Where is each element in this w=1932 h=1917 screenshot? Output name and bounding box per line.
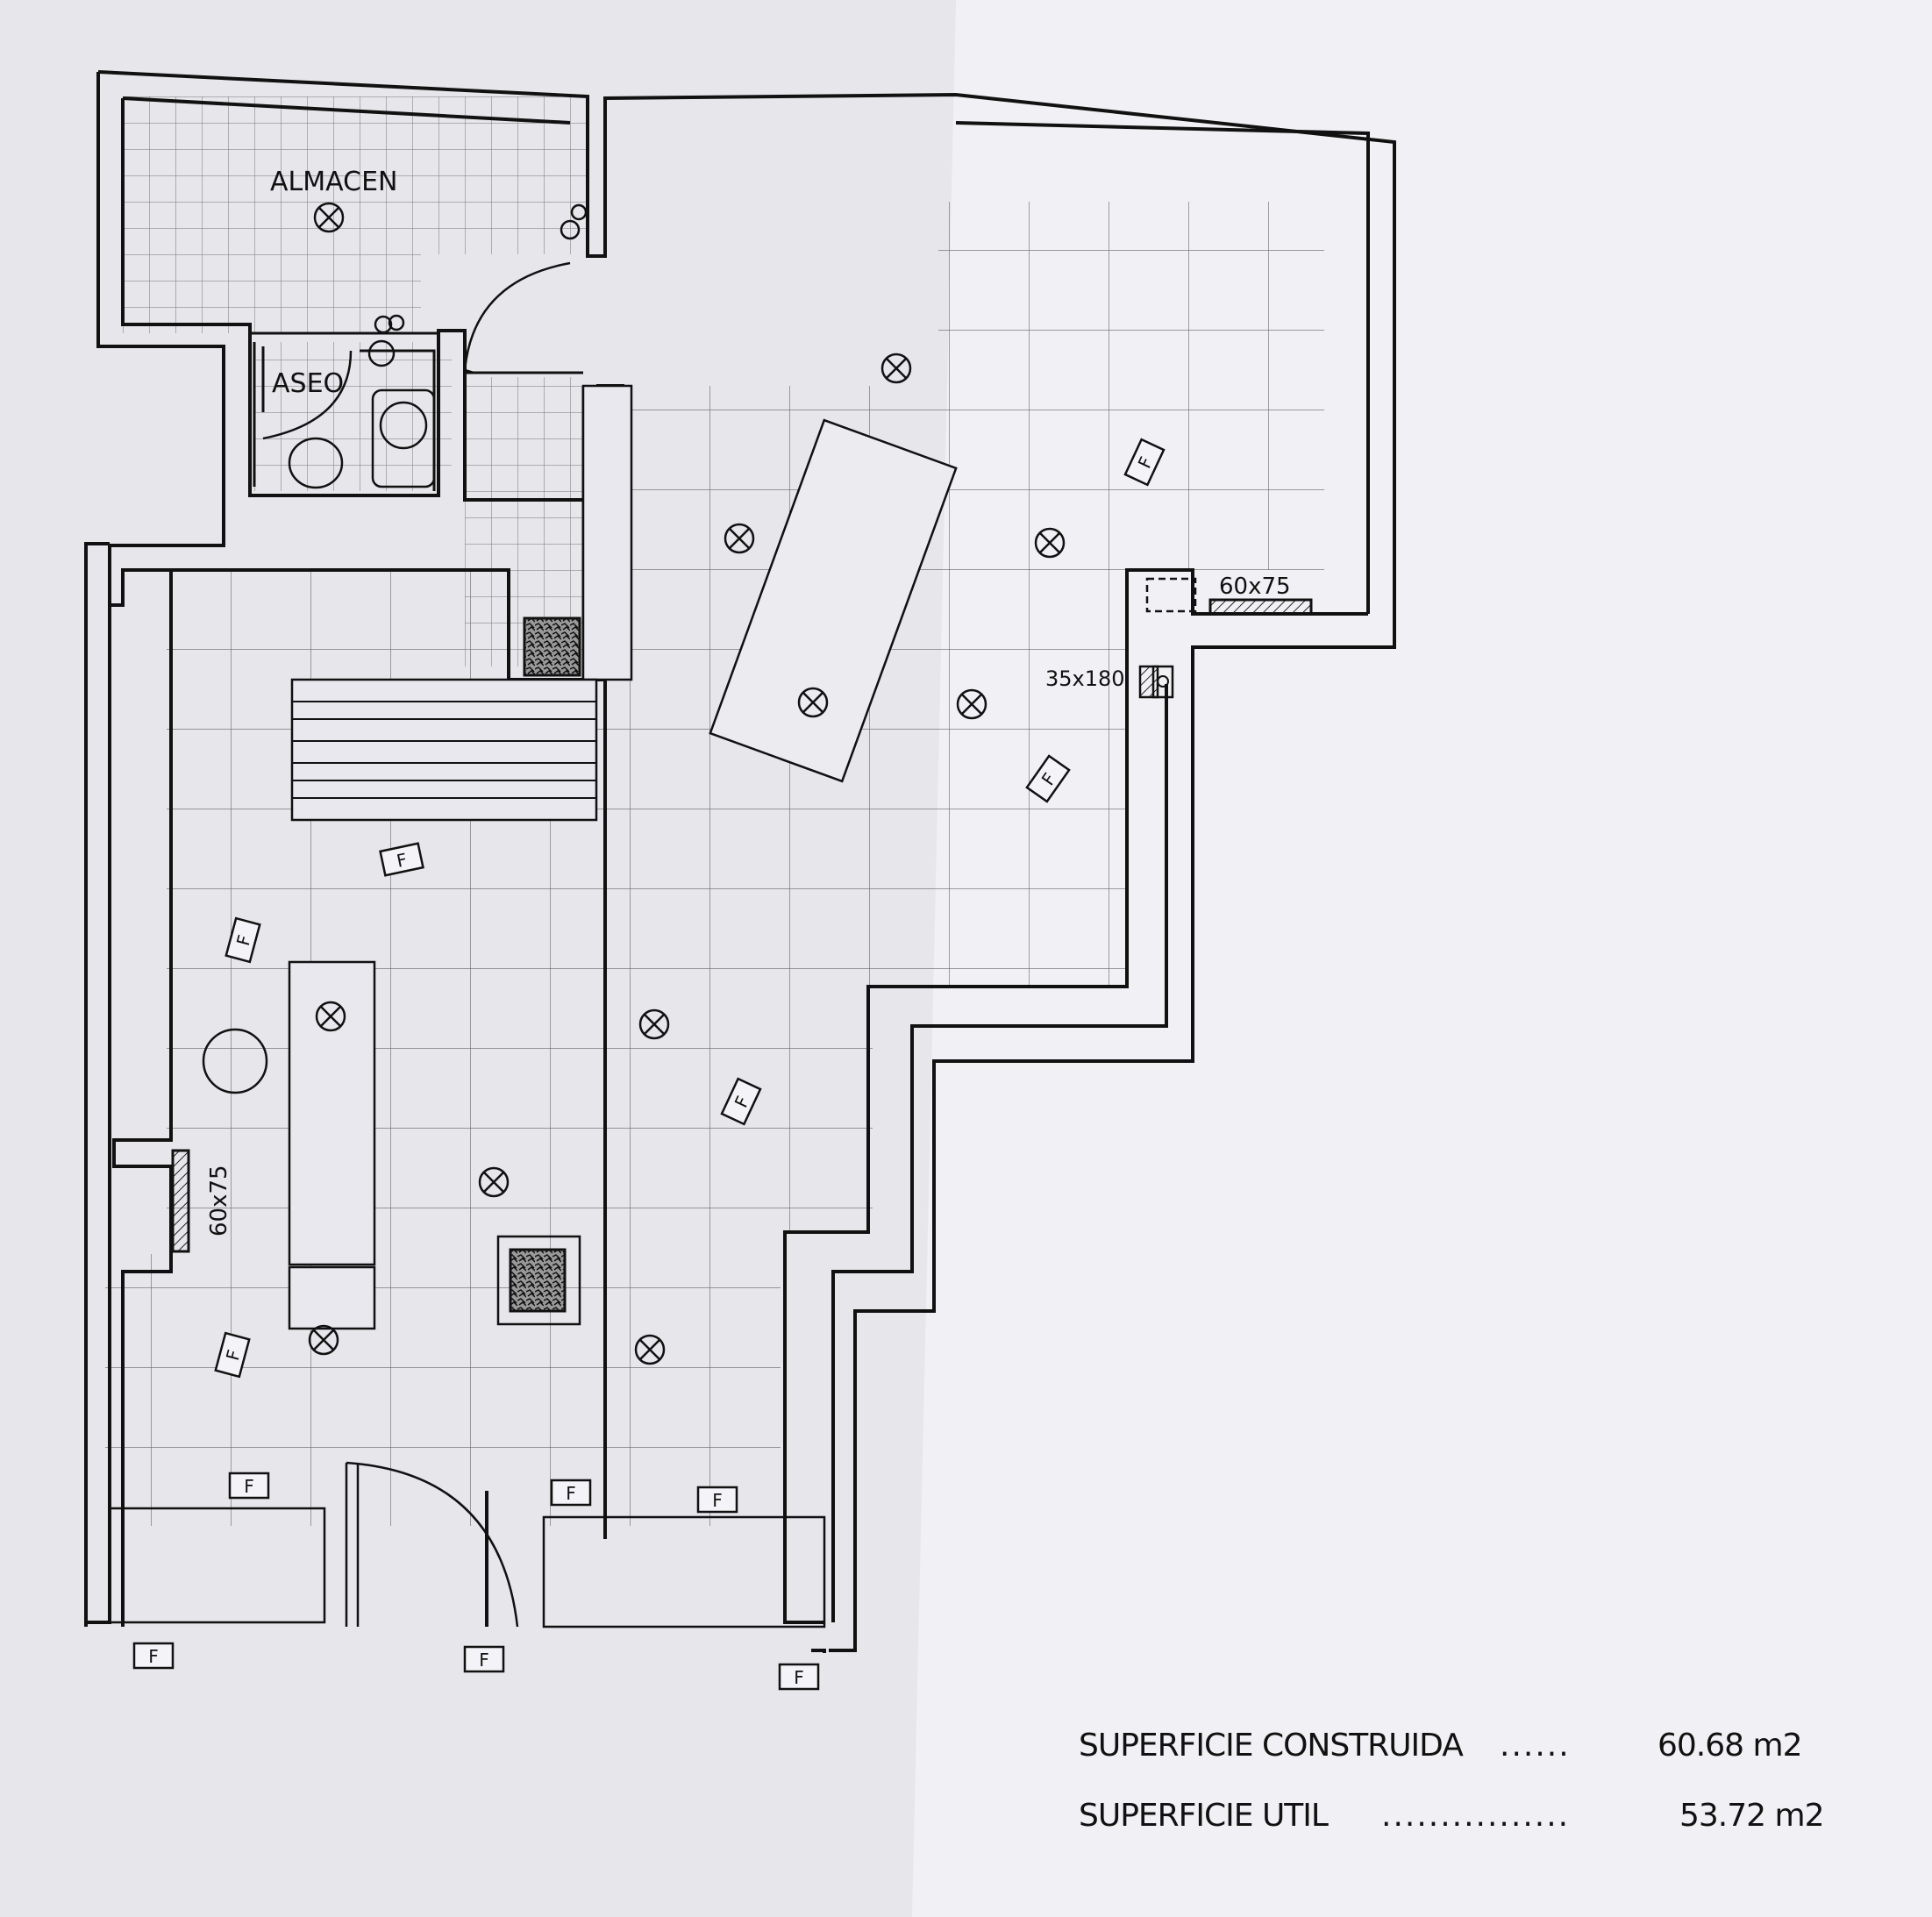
- built-area-row: SUPERFICIE CONSTRUIDA ...... 60.68 m2: [1079, 1728, 1868, 1798]
- radiator-right: [1208, 598, 1313, 616]
- usable-area-row: SUPERFICIE UTIL ................ 53.72 m…: [1079, 1798, 1868, 1868]
- window-counter-left: [108, 1507, 326, 1624]
- window-counter-right: [542, 1515, 826, 1628]
- radiator-outline: [1145, 577, 1197, 613]
- radiator-small: [1138, 665, 1159, 699]
- light-icon: [724, 523, 755, 554]
- fluorescent-icon: F: [225, 916, 261, 964]
- fluorescent-icon: F: [132, 1642, 175, 1670]
- column: [496, 1235, 581, 1326]
- svg-text:F: F: [244, 1476, 254, 1497]
- toilet-fixtures: [288, 339, 436, 489]
- light-icon: [308, 1324, 339, 1356]
- stepped-counter: [290, 678, 598, 822]
- angled-display-table: [709, 418, 958, 783]
- toilet-label: ASEO: [272, 368, 344, 399]
- doors: [262, 261, 571, 1628]
- furniture: [108, 384, 958, 1628]
- round-table: [202, 1028, 268, 1094]
- fluorescent-icon: F: [778, 1663, 820, 1691]
- light-icon: [1034, 527, 1066, 559]
- built-area-value: 60.68 m2: [1658, 1728, 1802, 1764]
- svg-text:F: F: [479, 1650, 489, 1671]
- radiator-left-label: 60x75: [206, 1165, 232, 1236]
- built-area-label: SUPERFICIE CONSTRUIDA: [1079, 1728, 1464, 1764]
- fluorescent-icon: F: [1025, 754, 1071, 803]
- light-icon: [478, 1166, 510, 1198]
- fluorescent-fixtures: F F F F F F F F F F F F: [132, 438, 1166, 1691]
- fluorescent-icon: F: [379, 842, 424, 877]
- room-labels: ALMACEN ASEO 60x75 35x180 60x75: [206, 167, 1291, 1236]
- svg-text:F: F: [712, 1490, 723, 1511]
- area-summary: SUPERFICIE CONSTRUIDA ...... 60.68 m2 SU…: [1079, 1728, 1868, 1868]
- fluorescent-icon: F: [463, 1645, 505, 1673]
- radiator-right-label: 60x75: [1219, 574, 1291, 600]
- fluorescent-icon: F: [1123, 438, 1166, 487]
- valve-box: [1151, 665, 1174, 699]
- storage-label: ALMACEN: [270, 167, 397, 197]
- radiators: [171, 577, 1313, 1253]
- storage-door-swing: [463, 261, 571, 371]
- svg-text:F: F: [566, 1483, 576, 1504]
- usable-area-dots: ................: [1381, 1798, 1571, 1834]
- radiator-left: [171, 1149, 190, 1253]
- built-area-dots: ......: [1500, 1728, 1571, 1764]
- svg-text:F: F: [148, 1646, 159, 1667]
- wash-basin: [288, 437, 344, 489]
- light-icon: [956, 688, 987, 720]
- light-icon: [797, 687, 829, 718]
- stone-blocks: [509, 616, 581, 1313]
- light-icon: [313, 202, 345, 233]
- svg-text:F: F: [395, 849, 409, 872]
- fan-icon: [367, 339, 396, 367]
- entrance-door-swing: [346, 1461, 519, 1628]
- storage-fixtures: [374, 203, 588, 334]
- usable-area-value: 53.72 m2: [1679, 1798, 1824, 1834]
- fluorescent-icon: F: [214, 1331, 251, 1379]
- usable-area-label: SUPERFICIE UTIL: [1079, 1798, 1329, 1834]
- light-icon: [638, 1008, 670, 1040]
- walls: [84, 70, 1396, 1653]
- fluorescent-icon: F: [228, 1472, 270, 1500]
- fluorescent-icon: F: [696, 1486, 738, 1514]
- svg-text:F: F: [794, 1667, 804, 1688]
- fluorescent-icon: F: [720, 1077, 762, 1126]
- ceiling-lights: [308, 202, 1066, 1365]
- radiator-small-label: 35x180: [1045, 666, 1125, 691]
- toilet-bowl: [371, 388, 436, 488]
- light-icon: [880, 353, 912, 384]
- toilet-door-swing: [262, 350, 353, 440]
- fluorescent-icon: F: [550, 1479, 592, 1507]
- tall-cabinet: [581, 384, 633, 681]
- light-icon: [634, 1334, 666, 1365]
- light-icon: [315, 1001, 346, 1032]
- central-island: [288, 960, 376, 1266]
